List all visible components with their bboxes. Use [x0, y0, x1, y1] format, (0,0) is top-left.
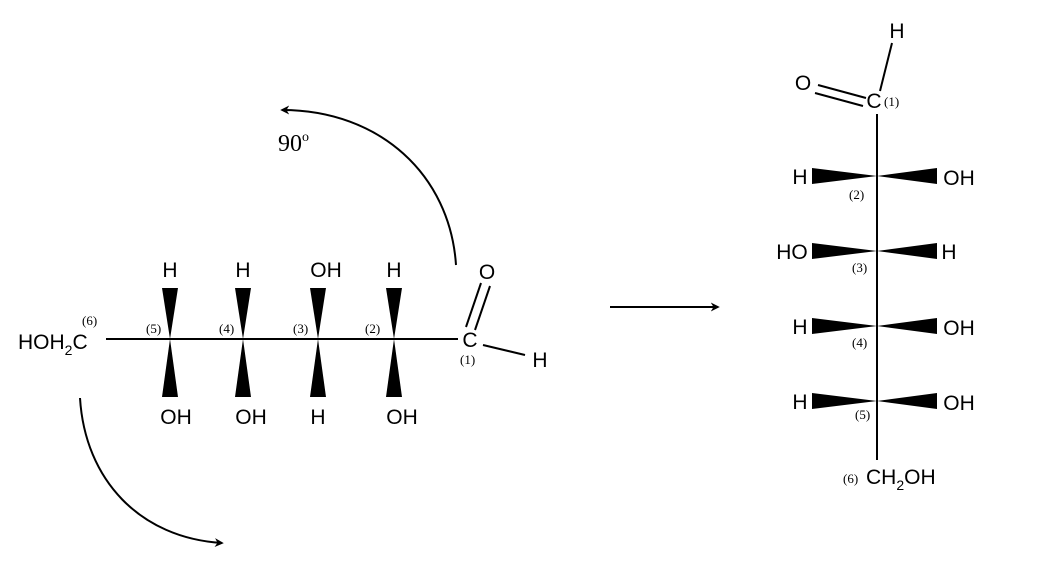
right-c5-number: (5) [855, 407, 870, 422]
right-c2-number: (2) [849, 187, 864, 202]
left-c4-bottom-wedge [235, 339, 251, 397]
right-c3-right-label: H [941, 241, 956, 264]
left-c2-number: (2) [365, 321, 380, 336]
right-c4-left-wedge [812, 318, 877, 334]
right-c1-o-double-bond [817, 84, 867, 99]
left-c4-top-label: H [235, 259, 250, 282]
left-c1-number: (1) [460, 352, 475, 367]
left-c3-top-label: OH [310, 259, 342, 282]
right-c2-right-wedge [877, 168, 937, 184]
right-terminal-group: CH2OH [866, 466, 936, 493]
right-c1-hydrogen-label: H [889, 20, 904, 43]
right-c1-oxygen-label: O [795, 72, 811, 95]
left-c5-top-label: H [162, 259, 177, 282]
rotation-arrow-top [280, 105, 457, 266]
left-c2-bottom-label: OH [386, 406, 418, 429]
right-c3-number: (3) [852, 260, 867, 275]
rotation-angle-label: 90o [278, 130, 309, 157]
left-c2-bottom-wedge [386, 339, 402, 397]
left-c5-top-wedge [162, 288, 178, 339]
right-c4-right-wedge [877, 318, 937, 334]
left-c5-number: (5) [146, 321, 161, 336]
right-c5-left-label: H [792, 391, 807, 414]
right-c5-right-label: OH [943, 392, 975, 415]
left-c1-oxygen-label: O [479, 261, 495, 284]
left-c3-number: (3) [293, 321, 308, 336]
left-c6-number: (6) [82, 313, 97, 328]
left-c3-top-wedge [310, 288, 326, 339]
left-c1-h-bond [482, 344, 526, 356]
right-c2-left-label: H [792, 166, 807, 189]
right-c4-number: (4) [852, 335, 867, 350]
left-c1-o-double-bond [474, 285, 491, 331]
left-c3-bottom-label: H [310, 406, 325, 429]
left-c1-o-double-bond [465, 282, 482, 328]
left-c2-top-label: H [386, 259, 401, 282]
right-c3-right-wedge [877, 243, 937, 259]
right-structure: H O C (1) H OH (2) HO H (3) H OH (4) H O… [776, 20, 975, 493]
left-terminal-group: HOH2C [18, 331, 88, 358]
left-structure: HOH2C (6) H OH (5) H OH (4) OH H (3) H O… [18, 259, 548, 429]
right-c3-left-label: HO [776, 241, 808, 264]
right-c4-left-label: H [792, 316, 807, 339]
left-c1-hydrogen-label: H [532, 349, 547, 372]
right-c1-h-bond [879, 42, 893, 92]
left-c4-number: (4) [219, 321, 234, 336]
left-c3-bottom-wedge [310, 339, 326, 397]
right-c2-left-wedge [812, 168, 877, 184]
left-c1-carbon-label: C [462, 329, 477, 352]
right-c5-right-wedge [877, 393, 937, 409]
left-c4-bottom-label: OH [235, 406, 267, 429]
right-c1-carbon-label: C [866, 90, 881, 113]
left-c2-top-wedge [386, 288, 402, 339]
right-c6-number: (6) [843, 471, 858, 486]
right-c1-number: (1) [884, 94, 899, 109]
left-c4-top-wedge [235, 288, 251, 339]
right-c4-right-label: OH [943, 317, 975, 340]
left-c5-bottom-label: OH [160, 406, 192, 429]
right-c1-o-double-bond [814, 92, 864, 107]
right-c5-left-wedge [812, 393, 877, 409]
left-c5-bottom-wedge [162, 339, 178, 397]
rotation-arrow-bottom [79, 397, 224, 548]
right-c2-right-label: OH [943, 167, 975, 190]
right-c3-left-wedge [812, 243, 877, 259]
